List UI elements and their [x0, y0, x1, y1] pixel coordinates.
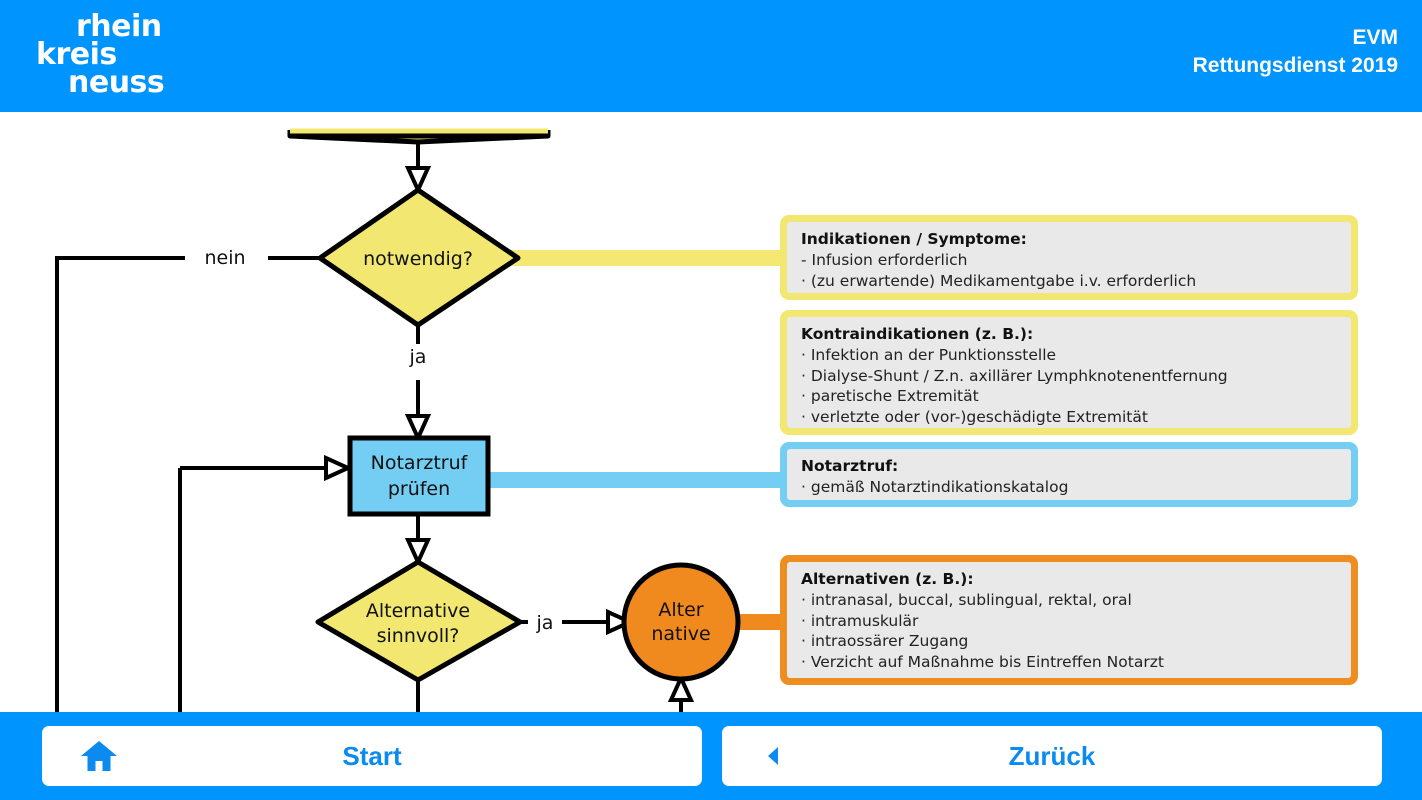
info-box-notarztruf: Notarztruf: · gemäß Notarztindikationska…: [780, 442, 1358, 507]
back-button[interactable]: Zurück: [722, 726, 1382, 786]
info-box-kontraindikationen-line-1: · Dialyse-Shunt / Z.n. axillärer Lymphkn…: [801, 366, 1228, 385]
info-box-indikationen-line-1: · (zu erwartende) Medikamentgabe i.v. er…: [801, 271, 1197, 290]
arrowhead-ja-alternative: [606, 608, 635, 636]
header-title-block: EVM Rettungsdienst 2019: [1193, 24, 1398, 80]
edge-label-nein: nein: [204, 247, 245, 269]
header-subtitle: Rettungsdienst 2019: [1192, 54, 1398, 77]
arrowhead-top-to-notwendig: [404, 166, 432, 195]
logo-line-2: kreis: [36, 37, 117, 72]
header-title: EVM: [1352, 26, 1398, 49]
info-box-alternativen-inner: Alternativen (z. B.): · intranasal, bucc…: [787, 562, 1351, 678]
app-footer: Start Zurück: [0, 712, 1422, 800]
info-box-kontraindikationen-line-0: · Infektion an der Punktionsstelle: [801, 346, 1057, 364]
edge-label-ja-alternative: ja: [536, 612, 554, 634]
home-icon: [80, 739, 118, 773]
app-header: rhein kreis neuss EVM Rettungsdienst 201…: [0, 0, 1422, 112]
edge-nein-branch-2: [55, 256, 185, 712]
flowchart-svg: notwendig? Notarztruf prüfen Alternative…: [55, 112, 798, 712]
back-button-label: Zurück: [1008, 740, 1096, 771]
node-notarztruf-label-line1: Notarztruf: [371, 452, 469, 474]
info-box-alternativen-line-2: · intraossärer Zugang: [801, 632, 969, 650]
node-notarztruf-rect[interactable]: Notarztruf prüfen: [347, 435, 491, 517]
arrowhead-notarztruf-to-alternative-q: [404, 538, 432, 567]
arrowhead-into-alternative-circle: [667, 673, 695, 702]
arrowhead-ja-notwendig: [404, 414, 432, 443]
info-box-notarztruf-line-0: · gemäß Notarztindikationskatalog: [801, 478, 1069, 496]
info-box-notarztruf-inner: Notarztruf: · gemäß Notarztindikationska…: [787, 449, 1351, 500]
info-box-alternativen: Alternativen (z. B.): · intranasal, bucc…: [780, 555, 1358, 685]
info-box-notarztruf-title: Notarztruf:: [801, 457, 899, 475]
arrowhead-feedback-into-notarztruf: [324, 454, 353, 482]
info-box-alternativen-title: Alternativen (z. B.):: [801, 570, 974, 588]
triangle-left-icon: [766, 745, 782, 767]
node-alternative-q-label-line2: sinnvoll?: [377, 625, 460, 647]
logo-rhein-kreis-neuss: rhein kreis neuss: [28, 10, 268, 105]
info-box-kontraindikationen-inner: Kontraindikationen (z. B.): · Infektion …: [787, 317, 1351, 428]
node-alternative-label-line1: Alter: [658, 599, 703, 621]
info-box-indikationen-inner: Indikationen / Symptome: - Infusion erfo…: [787, 222, 1351, 293]
start-button-label: Start: [342, 740, 402, 771]
info-box-indikationen-line-0: - Infusion erforderlich: [801, 251, 968, 269]
start-button[interactable]: Start: [42, 726, 702, 786]
info-box-alternativen-line-3: · Verzicht auf Maßnahme bis Eintreffen N…: [801, 652, 1164, 671]
node-notwendig-label: notwendig?: [363, 248, 473, 270]
edge-label-ja-notwendig: ja: [409, 346, 427, 368]
info-box-alternativen-line-1: · intramuskulär: [801, 611, 919, 630]
info-box-indikationen: Indikationen / Symptome: - Infusion erfo…: [780, 215, 1358, 300]
info-box-kontraindikationen-line-3: · verletzte oder (vor-)geschädigte Extre…: [801, 407, 1148, 426]
info-box-kontraindikationen-line-2: · paretische Extremität: [801, 387, 979, 405]
info-box-alternativen-line-0: · intranasal, buccal, sublingual, rektal…: [801, 591, 1132, 609]
info-box-kontraindikationen: Kontraindikationen (z. B.): · Infektion …: [780, 310, 1358, 435]
node-notwendig-diamond[interactable]: notwendig?: [317, 187, 521, 328]
connector-blue-notarztruf: [480, 472, 795, 488]
node-alternative-label-line2: native: [651, 623, 710, 645]
node-alternative-q-label-line1: Alternative: [366, 600, 470, 622]
node-alternative-sinnvoll-diamond[interactable]: Alternative sinnvoll?: [315, 559, 523, 683]
node-notarztruf-label-line2: prüfen: [388, 478, 450, 500]
connector-yellow-indikationen: [505, 250, 795, 266]
info-box-indikationen-title: Indikationen / Symptome:: [801, 230, 1027, 248]
logo-line-1: rhein: [76, 9, 162, 44]
node-alternative-circle[interactable]: Alter native: [621, 562, 741, 682]
node-cut-top-shape: [286, 112, 552, 145]
info-box-kontraindikationen-title: Kontraindikationen (z. B.):: [801, 325, 1034, 343]
flowchart-canvas: notwendig? Notarztruf prüfen Alternative…: [0, 112, 1422, 712]
logo-line-3: neuss: [68, 65, 165, 100]
